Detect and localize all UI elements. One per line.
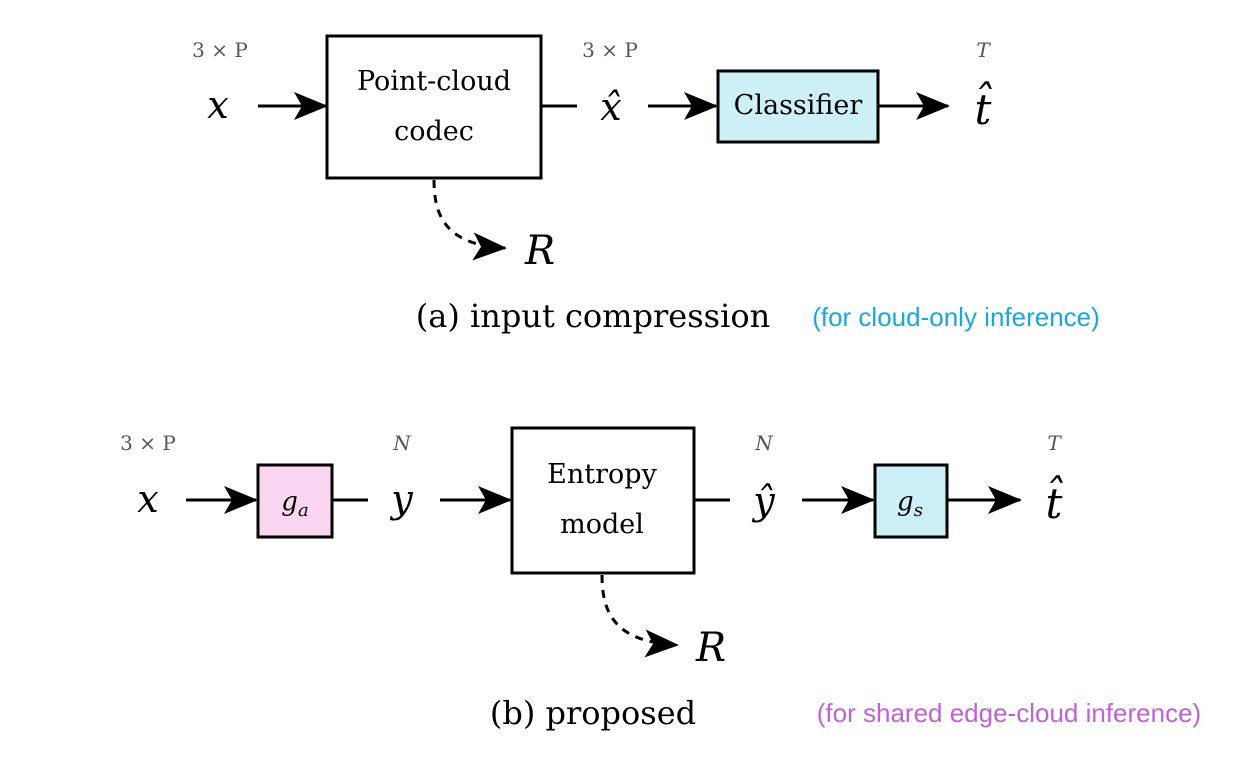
rate-label-b: R bbox=[695, 625, 726, 671]
input-x-label-b: x bbox=[137, 477, 158, 521]
dim-mid-label: 3 × P bbox=[582, 38, 638, 62]
xhat-label: x̂ bbox=[600, 85, 621, 129]
classifier-label: Classifier bbox=[734, 90, 863, 121]
panel-a: 3 × P 3 × P T x Point-cloud codec x̂ Cla… bbox=[192, 34, 1100, 335]
note-b: (for shared edge-cloud inference) bbox=[817, 698, 1201, 728]
dim-y-label: N bbox=[392, 431, 412, 455]
caption-b: (b) proposed bbox=[490, 694, 696, 732]
classifier-box bbox=[716, 69, 880, 144]
gs-label: gs bbox=[897, 487, 923, 521]
panel-b: 3 × P N N T x ga y Entropy model ŷ gs t̂… bbox=[120, 426, 1201, 732]
entropy-label-line1: Entropy bbox=[547, 459, 657, 490]
dim-in-label-b: 3 × P bbox=[120, 431, 176, 455]
y-label: y bbox=[389, 477, 413, 521]
entropy-label-line2: model bbox=[560, 509, 644, 540]
dim-in-label: 3 × P bbox=[192, 38, 248, 62]
output-t-label-b: t̂ bbox=[1046, 474, 1063, 528]
ga-label: ga bbox=[281, 487, 308, 521]
caption-a: (a) input compression bbox=[416, 297, 770, 335]
dim-out-label: T bbox=[976, 38, 991, 62]
dim-yhat-label: N bbox=[754, 431, 774, 455]
codec-box bbox=[325, 34, 543, 180]
yhat-label: ŷ bbox=[751, 479, 775, 523]
rate-dashed-arrow-b bbox=[600, 574, 679, 658]
rate-dashed-arrow bbox=[432, 179, 507, 261]
output-t-label: t̂ bbox=[975, 80, 992, 134]
codec-label-line1: Point-cloud bbox=[357, 66, 511, 97]
codec-label-line2: codec bbox=[394, 116, 474, 147]
rate-label: R bbox=[524, 228, 555, 274]
dim-out-label-b: T bbox=[1047, 431, 1062, 455]
note-a: (for cloud-only inference) bbox=[812, 302, 1100, 332]
input-x-label: x bbox=[207, 83, 228, 127]
entropy-model-box bbox=[510, 426, 696, 575]
